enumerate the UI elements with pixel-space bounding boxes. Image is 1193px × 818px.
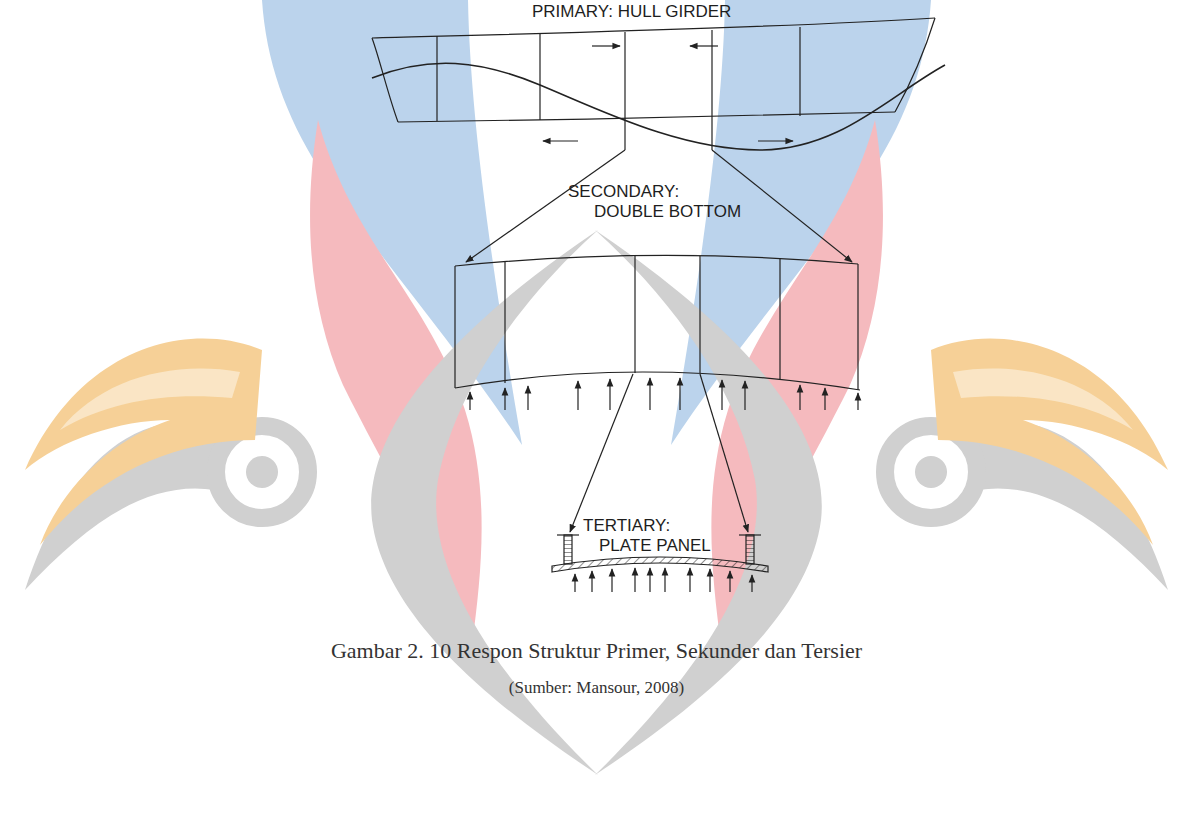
double-bottom — [455, 255, 860, 532]
secondary-label: SECONDARY: DOUBLE BOTTOM — [568, 182, 746, 221]
source-note: (Sumber: Mansour, 2008) — [509, 678, 684, 698]
figure-caption: Gambar 2. 10 Respon Struktur Primer, Sek… — [331, 638, 862, 663]
tertiary-label: TERTIARY: PLATE PANEL — [583, 516, 717, 555]
primary-label: PRIMARY: HULL GIRDER — [532, 2, 731, 22]
hull-girder — [372, 18, 945, 262]
